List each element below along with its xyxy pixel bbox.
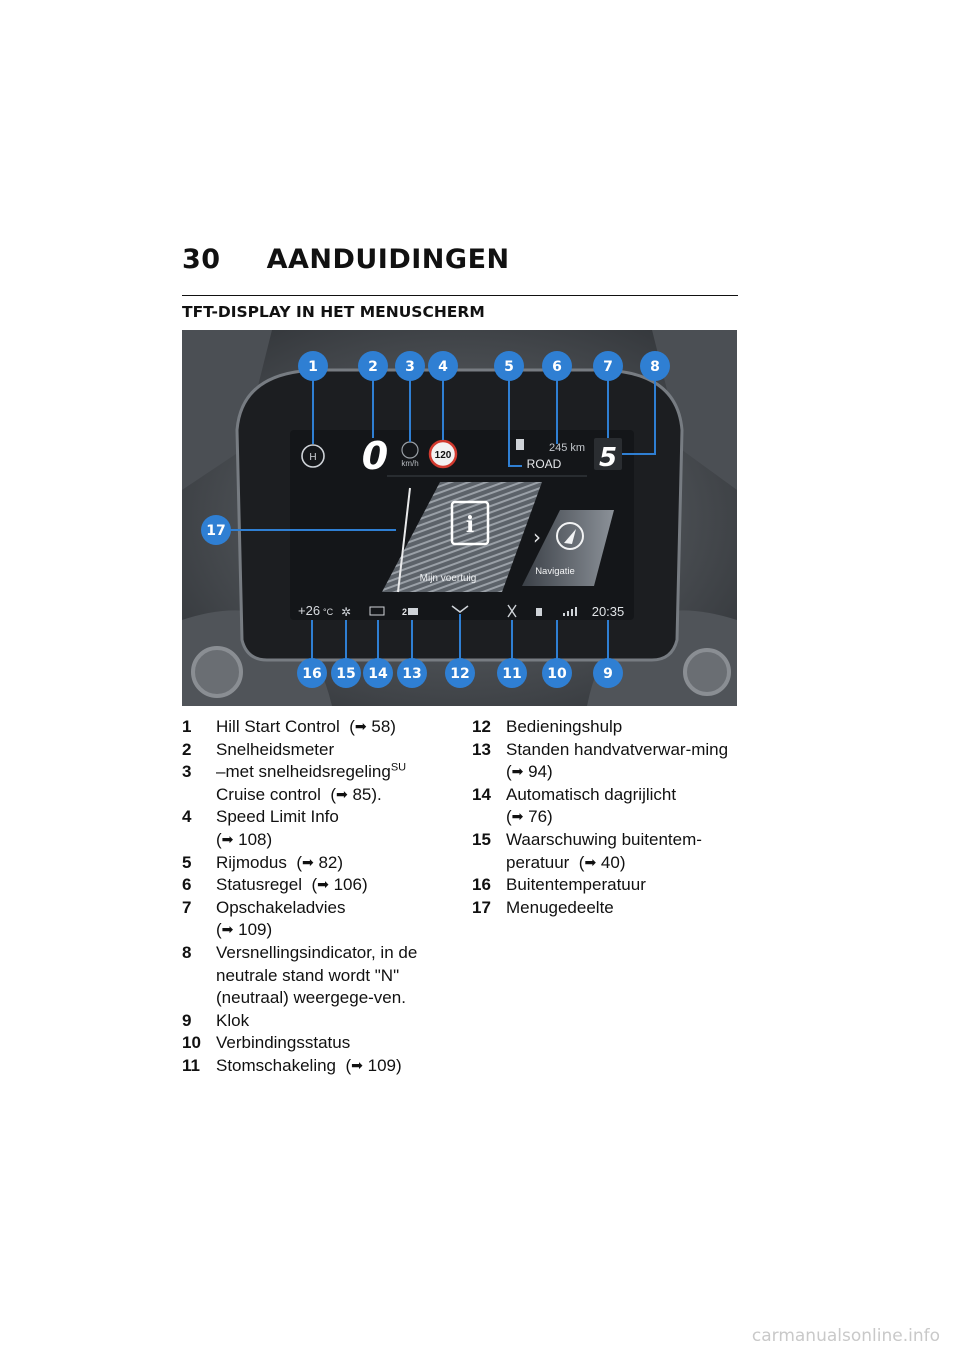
callout-11: 11 bbox=[502, 666, 521, 682]
watermark-footer: carmanualsonline.info bbox=[751, 1326, 940, 1346]
page-ref-link[interactable]: (➡ 82) bbox=[296, 852, 344, 872]
chapter-title: AANDUIDINGEN bbox=[266, 244, 510, 275]
svg-text:›: › bbox=[533, 525, 541, 549]
legend-item-12: 12 Bedieningshulp bbox=[472, 717, 623, 736]
chapter-heading: 30 AANDUIDINGEN bbox=[182, 244, 738, 275]
page-ref-link[interactable]: (➡ 40) bbox=[578, 852, 626, 872]
legend-item-13: 13 Standen handvatverwar-ming (➡ 94) bbox=[472, 739, 729, 782]
callout-3: 3 bbox=[405, 359, 415, 375]
section-title: TFT-DISPLAY IN HET MENUSCHERM bbox=[182, 295, 738, 321]
callout-16: 16 bbox=[302, 666, 321, 682]
page-ref-link[interactable]: (➡ 108) bbox=[216, 829, 273, 849]
page-ref-link[interactable]: (➡ 85). bbox=[330, 784, 382, 804]
arrow-right-icon: ➡ bbox=[354, 718, 367, 734]
temperature-unit: °C bbox=[323, 607, 334, 617]
speed-unit: km/h bbox=[401, 459, 418, 468]
menu-navigation[interactable]: Navigatie bbox=[535, 566, 575, 577]
callout-15: 15 bbox=[336, 666, 355, 682]
legend-item-2: 2 Snelheidsmeter bbox=[182, 739, 335, 759]
page-ref-link[interactable]: (➡ 58) bbox=[349, 717, 396, 736]
ride-mode: ROAD bbox=[527, 457, 562, 471]
arrow-right-icon: ➡ bbox=[511, 763, 524, 780]
arrow-right-icon: ➡ bbox=[221, 921, 234, 938]
callout-9: 9 bbox=[603, 666, 613, 682]
legend-item-4: 4 Speed Limit Info(➡ 108) bbox=[182, 807, 339, 849]
page-ref-link[interactable]: (➡ 109) bbox=[216, 920, 273, 940]
callout-13: 13 bbox=[402, 666, 421, 682]
arrow-right-icon: ➡ bbox=[317, 876, 329, 893]
callout-1: 1 bbox=[308, 359, 318, 375]
outside-temperature: +26 bbox=[298, 603, 320, 618]
page-ref-link[interactable]: (➡ 76) bbox=[506, 807, 553, 827]
svg-text:✲: ✲ bbox=[341, 605, 351, 619]
legend-item-10: 10 Verbindingsstatus bbox=[182, 1033, 351, 1053]
arrow-right-icon: ➡ bbox=[336, 785, 348, 802]
page-ref-link[interactable]: (➡ 109) bbox=[345, 1055, 402, 1075]
callout-10: 10 bbox=[547, 666, 567, 682]
speed-limit-sign: 120 bbox=[435, 450, 452, 461]
callout-12: 12 bbox=[450, 666, 469, 682]
page-header: 30 AANDUIDINGEN TFT-DISPLAY IN HET MENUS… bbox=[182, 244, 738, 321]
callout-6: 6 bbox=[552, 359, 562, 375]
tft-display-photo: H 0 km/h 120 245 km ROAD 5 i Mijn voertu… bbox=[182, 330, 737, 706]
legend-item-1: 1 Hill Start Control (➡ 58) bbox=[182, 717, 396, 736]
clock-readout: 20:35 bbox=[592, 604, 625, 619]
legend-item-8: 8 Versnellingsindicator, in de neutrale … bbox=[182, 942, 418, 1008]
arrow-right-icon: ➡ bbox=[351, 1056, 363, 1073]
page-ref-link[interactable]: (➡ 94) bbox=[506, 762, 553, 782]
arrow-right-icon: ➡ bbox=[511, 808, 524, 825]
legend-item-11: 11 Stomschakeling (➡ 109) bbox=[182, 1055, 402, 1075]
callout-17: 17 bbox=[206, 523, 225, 539]
legend-item-9: 9 Klok bbox=[182, 1010, 250, 1030]
arrow-right-icon: ➡ bbox=[221, 830, 234, 847]
callout-7: 7 bbox=[603, 359, 613, 375]
callout-8: 8 bbox=[650, 359, 660, 375]
legend-item-7: 7 Opschakeladvies(➡ 109) bbox=[182, 897, 346, 940]
gear-indicator: 5 bbox=[599, 443, 617, 473]
arrow-right-icon: ➡ bbox=[584, 853, 597, 870]
callout-5: 5 bbox=[504, 359, 514, 375]
page-number: 30 bbox=[182, 244, 221, 275]
display-illustration: H 0 km/h 120 245 km ROAD 5 i Mijn voertu… bbox=[182, 330, 737, 706]
page-ref-link[interactable]: (➡ 106) bbox=[311, 875, 368, 895]
speed-readout: 0 bbox=[362, 434, 388, 478]
grip-heating-level: 2 bbox=[402, 607, 407, 617]
legend-item-5: 5 Rijmodus (➡ 82) bbox=[182, 852, 344, 872]
legend-left: 1 Hill Start Control (➡ 58) 2 Snelheidsm… bbox=[182, 716, 444, 1078]
legend-item-6: 6 Statusregel (➡ 106) bbox=[182, 875, 368, 895]
callout-2: 2 bbox=[368, 359, 378, 375]
legend-item-17: 17 Menugedeelte bbox=[472, 897, 614, 917]
range-readout: 245 km bbox=[549, 442, 585, 454]
legend-item-14: 14 Automatisch dagrijlicht(➡ 76) bbox=[472, 784, 677, 827]
callout-14: 14 bbox=[368, 666, 388, 682]
svg-text:H: H bbox=[309, 452, 316, 463]
callout-4: 4 bbox=[438, 359, 448, 375]
svg-text:i: i bbox=[466, 512, 474, 538]
legend-item-16: 16 Buitentemperatuur bbox=[472, 875, 646, 895]
legend-item-15: 15 Waarschuwing buitentem-peratuur (➡ 40… bbox=[472, 829, 702, 872]
legend-right: 12 Bedieningshulp 13 Standen handvatverw… bbox=[472, 716, 734, 919]
menu-my-vehicle[interactable]: Mijn voertuig bbox=[420, 573, 477, 584]
arrow-right-icon: ➡ bbox=[301, 853, 314, 870]
